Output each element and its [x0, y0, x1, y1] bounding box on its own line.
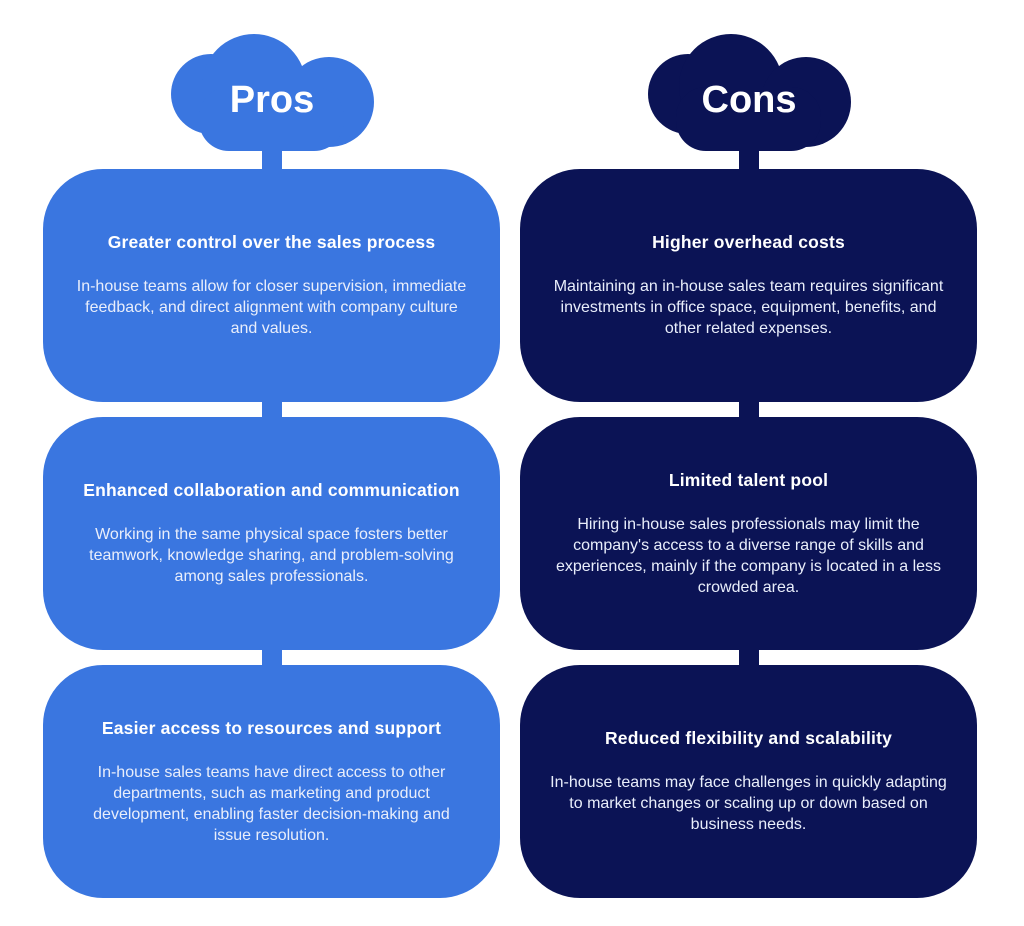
pros-connector-1 — [261, 401, 282, 418]
cons-card-3-body: In-house teams may face challenges in qu… — [550, 774, 947, 833]
cons-connector-1 — [738, 401, 759, 418]
pros-card-3: Easier access to resources and support I… — [43, 665, 500, 898]
pros-cloud-stem-connector — [261, 151, 282, 169]
pros-card-3-title: Easier access to resources and support — [101, 717, 442, 738]
cons-card-2: Limited talent pool Hiring in-house sale… — [520, 417, 977, 650]
pros-cloud-label: Pros — [230, 79, 314, 121]
pros-card-3-body: In-house sales teams have direct access … — [93, 763, 450, 844]
cons-cloud-stem-connector — [738, 151, 759, 169]
cons-connector-2 — [738, 649, 759, 666]
cons-card-1-body: Maintaining an in-house sales team requi… — [553, 278, 944, 337]
cons-card-3: Reduced flexibility and scalability In-h… — [520, 665, 977, 898]
cons-column: Cons Higher overhead costs Maintaining a… — [520, 32, 977, 926]
pros-connector-2 — [261, 649, 282, 666]
pros-cloud-icon: Pros — [171, 34, 374, 151]
cons-card-1: Higher overhead costs Maintaining an in-… — [520, 169, 977, 402]
cons-card-2-body: Hiring in-house sales professionals may … — [555, 515, 942, 596]
pros-card-1-body: In-house teams allow for closer supervis… — [76, 278, 467, 337]
cons-cloud-label: Cons — [702, 79, 797, 121]
cons-card-1-title: Higher overhead costs — [652, 232, 845, 252]
pros-card-2-body: Working in the same physical space foste… — [89, 526, 454, 585]
pros-card-2-title: Enhanced collaboration and communication — [83, 480, 460, 500]
pros-column: Pros Greater control over the sales proc… — [43, 32, 500, 926]
pros-card-1: Greater control over the sales process I… — [43, 169, 500, 402]
pros-card-2: Enhanced collaboration and communication… — [43, 417, 500, 650]
cons-cloud-icon: Cons — [648, 34, 851, 151]
pros-card-1-title: Greater control over the sales process — [107, 232, 436, 252]
cons-card-2-title: Limited talent pool — [668, 469, 829, 490]
cons-card-3-title: Reduced flexibility and scalability — [604, 728, 893, 748]
